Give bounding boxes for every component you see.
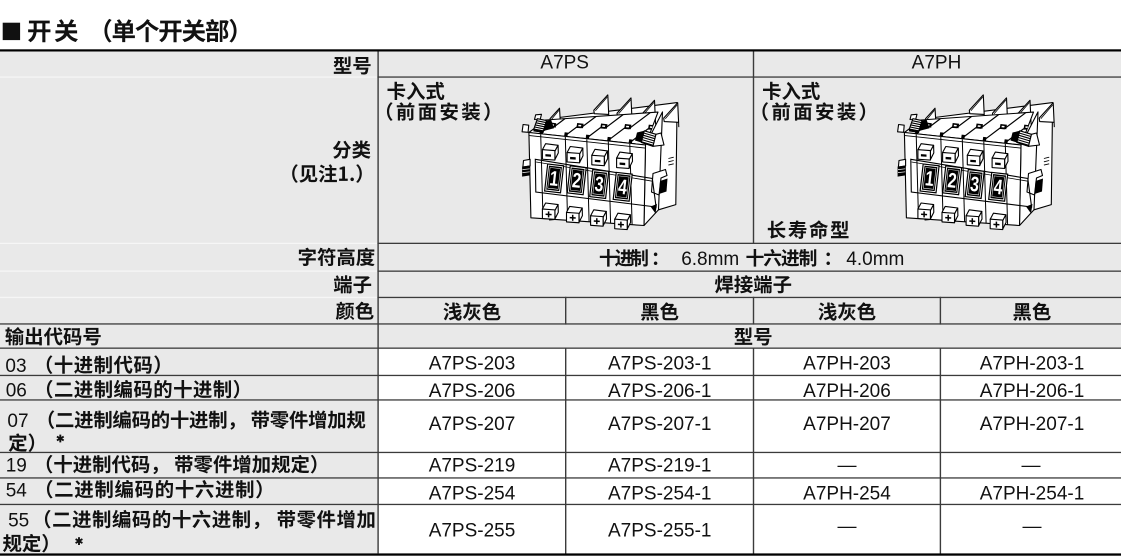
svg-text:A7PS-206: A7PS-206 bbox=[429, 381, 516, 402]
svg-text:A7PH-207-1: A7PH-207-1 bbox=[980, 414, 1085, 435]
svg-text:A7PS-203-1: A7PS-203-1 bbox=[608, 353, 712, 374]
svg-text:A7PH-254: A7PH-254 bbox=[803, 483, 891, 504]
svg-text:19: 19 bbox=[6, 456, 27, 477]
svg-text:A7PS-219-1: A7PS-219-1 bbox=[608, 455, 712, 476]
svg-text:A7PS-254-1: A7PS-254-1 bbox=[608, 483, 712, 504]
svg-text:A7PH-206: A7PH-206 bbox=[803, 381, 891, 402]
svg-text:—: — bbox=[838, 455, 857, 476]
svg-text:—: — bbox=[1022, 455, 1041, 476]
svg-text:A7PS-207: A7PS-207 bbox=[429, 414, 516, 435]
svg-text:—: — bbox=[838, 517, 857, 538]
svg-text:—: — bbox=[1023, 517, 1042, 538]
svg-text:A7PS-255: A7PS-255 bbox=[429, 521, 516, 542]
svg-text:54: 54 bbox=[6, 481, 28, 502]
svg-text:06: 06 bbox=[6, 381, 27, 402]
svg-text:A7PH-206-1: A7PH-206-1 bbox=[980, 381, 1085, 402]
svg-text:A7PS-203: A7PS-203 bbox=[429, 353, 516, 374]
svg-text:A7PS-206-1: A7PS-206-1 bbox=[608, 381, 712, 402]
svg-text:03: 03 bbox=[5, 356, 26, 377]
svg-text:55: 55 bbox=[8, 511, 29, 532]
svg-text:A7PS-254: A7PS-254 bbox=[429, 483, 516, 504]
svg-text:07: 07 bbox=[7, 411, 28, 432]
svg-text:A7PH-203: A7PH-203 bbox=[803, 353, 891, 374]
svg-text:4.0mm: 4.0mm bbox=[846, 249, 904, 270]
svg-text:A7PH: A7PH bbox=[912, 53, 962, 74]
svg-text:A7PS-255-1: A7PS-255-1 bbox=[608, 521, 712, 542]
svg-text:6.8mm: 6.8mm bbox=[681, 249, 739, 270]
svg-text:A7PH-203-1: A7PH-203-1 bbox=[980, 353, 1085, 374]
svg-text:A7PH-207: A7PH-207 bbox=[803, 414, 891, 435]
svg-text:A7PS-219: A7PS-219 bbox=[429, 455, 516, 476]
svg-text:A7PS: A7PS bbox=[540, 53, 589, 74]
svg-text:A7PS-207-1: A7PS-207-1 bbox=[608, 414, 712, 435]
svg-text:A7PH-254-1: A7PH-254-1 bbox=[980, 483, 1085, 504]
